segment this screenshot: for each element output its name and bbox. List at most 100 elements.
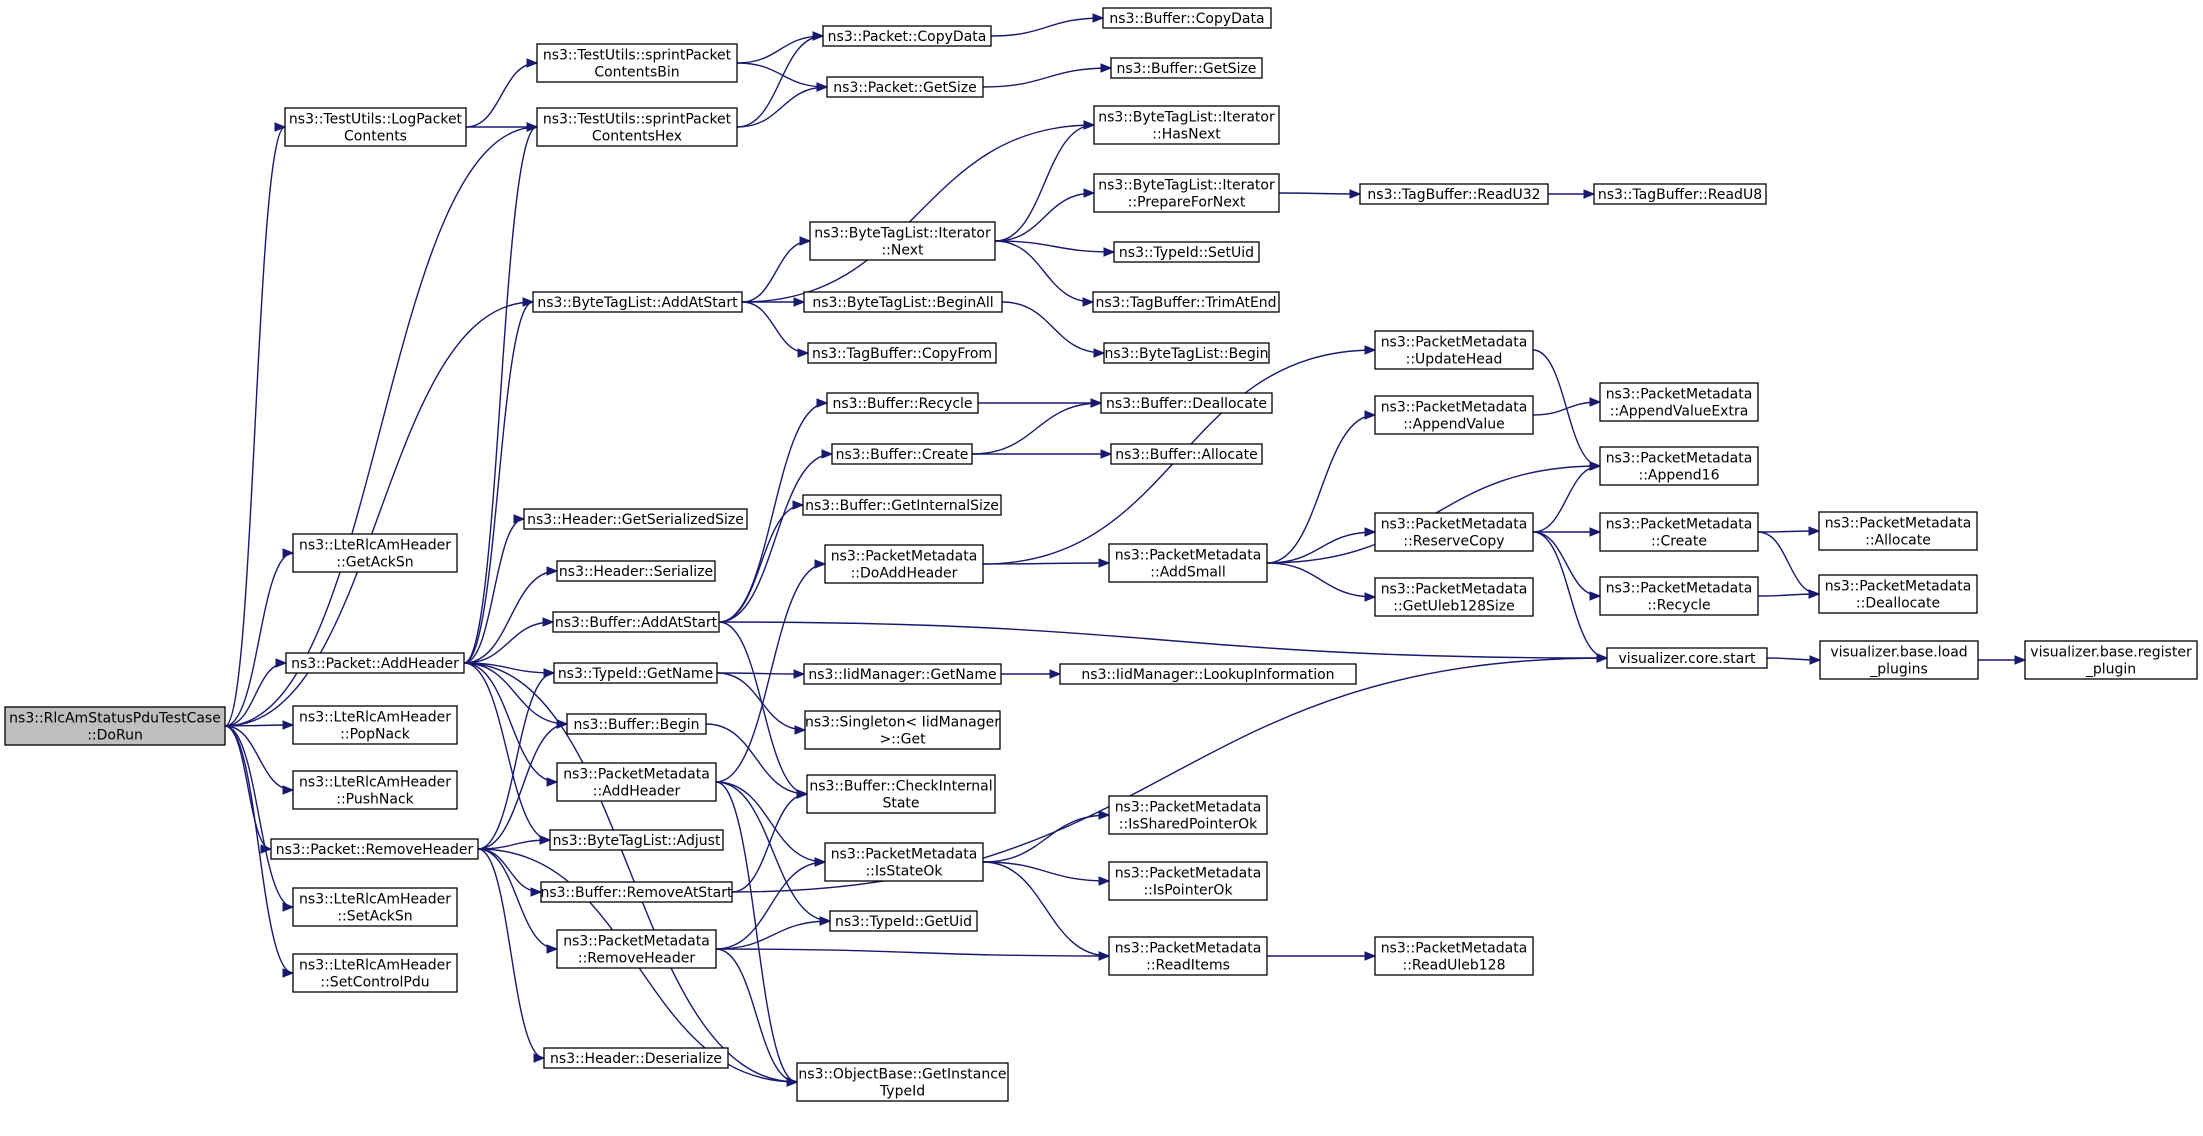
node-tbReadU32[interactable]: ns3::TagBuffer::ReadU32 — [1359, 183, 1549, 205]
call-edge-btlBeginAll-to-btlBegin — [1001, 301, 1106, 358]
node-tbTrimAtEnd[interactable]: ns3::TagBuffer::TrimAtEnd — [1092, 291, 1280, 313]
node-label: ::Create — [1651, 534, 1707, 550]
node-pmReserveCopy[interactable]: ns3::PacketMetadata::ReserveCopy — [1374, 512, 1534, 552]
node-pmIsShared[interactable]: ns3::PacketMetadata::IsSharedPointerOk — [1108, 795, 1268, 835]
node-bufAddAtStart[interactable]: ns3::Buffer::AddAtStart — [552, 611, 720, 633]
node-pmAddSmall[interactable]: ns3::PacketMetadata::AddSmall — [1108, 543, 1268, 583]
arrowhead-icon — [1100, 63, 1113, 73]
node-pmReadUleb[interactable]: ns3::PacketMetadata::ReadUleb128 — [1374, 936, 1534, 976]
node-label: ns3::PacketMetadata — [1381, 582, 1528, 598]
edge-line — [718, 453, 833, 623]
node-box — [540, 881, 733, 903]
node-btlAddAtStart[interactable]: ns3::ByteTagList::AddAtStart — [532, 291, 743, 313]
call-edge-pmAddHeader-to-pmDoAddHeader — [715, 559, 827, 783]
edge-line — [982, 861, 1110, 882]
node-label: ns3::Packet::AddHeader — [291, 656, 459, 672]
node-pmDoAddHeader[interactable]: ns3::PacketMetadata::DoAddHeader — [824, 544, 984, 584]
node-pmCreate[interactable]: ns3::PacketMetadata::Create — [1599, 512, 1759, 552]
node-hdrDeserialize[interactable]: ns3::Header::Deserialize — [543, 1047, 729, 1069]
arrowhead-icon — [275, 658, 288, 668]
node-pmRecycle[interactable]: ns3::PacketMetadata::Recycle — [1599, 576, 1759, 616]
edge-line — [990, 17, 1104, 37]
call-edge-root-to-logPacket — [224, 122, 287, 727]
node-box — [1599, 382, 1759, 422]
node-box — [1108, 795, 1268, 835]
node-iidLookup[interactable]: ns3::IidManager::LookupInformation — [1059, 663, 1357, 685]
node-btlAdjust[interactable]: ns3::ByteTagList::Adjust — [549, 829, 724, 851]
call-edge-pmIsStateOk-to-pmReadItems — [982, 861, 1111, 961]
node-pmAppendValue[interactable]: ns3::PacketMetadata::AppendValue — [1374, 395, 1534, 435]
node-box — [1103, 342, 1270, 364]
node-bufGetSize[interactable]: ns3::Buffer::GetSize — [1110, 57, 1263, 79]
node-pmUpdateHead[interactable]: ns3::PacketMetadata::UpdateHead — [1374, 330, 1534, 370]
node-hdrGetSerSize[interactable]: ns3::Header::GetSerializedSize — [523, 508, 748, 530]
node-vizStart[interactable]: visualizer.core.start — [1606, 647, 1768, 669]
edge-line — [715, 563, 826, 783]
node-bufRemoveAtStart[interactable]: ns3::Buffer::RemoveAtStart — [540, 881, 733, 903]
node-tbReadU8[interactable]: ns3::TagBuffer::ReadU8 — [1593, 183, 1767, 205]
edge-line — [1266, 414, 1376, 564]
arrowhead-icon — [1589, 461, 1602, 471]
arrowhead-icon — [1589, 527, 1602, 537]
node-typeIdGetName[interactable]: ns3::TypeId::GetName — [553, 662, 718, 684]
node-label: ns3::PacketMetadata — [1825, 516, 1972, 532]
node-vizLoad[interactable]: visualizer.base.load_plugins — [1819, 640, 1979, 680]
node-btlBegin[interactable]: ns3::ByteTagList::Begin — [1103, 342, 1270, 364]
arrowhead-icon — [793, 669, 806, 679]
node-bufGetInternalSize[interactable]: ns3::Buffer::GetInternalSize — [802, 494, 1002, 516]
edge-line — [1532, 531, 1608, 659]
arrowhead-icon — [282, 902, 295, 912]
node-popNack[interactable]: ns3::LteRlcAmHeader::PopNack — [292, 705, 458, 745]
node-pmGetUleb[interactable]: ns3::PacketMetadata::GetUleb128Size — [1374, 577, 1534, 617]
node-iidGetName[interactable]: ns3::IidManager::GetName — [803, 663, 1002, 685]
node-pmDeallocate[interactable]: ns3::PacketMetadata::Deallocate — [1818, 574, 1978, 614]
node-pmIsStateOk[interactable]: ns3::PacketMetadata::IsStateOk — [824, 842, 984, 882]
node-pktRemoveHeader[interactable]: ns3::Packet::RemoveHeader — [270, 838, 479, 860]
node-hdrSerialize[interactable]: ns3::Header::Serialize — [556, 560, 716, 582]
node-box — [1093, 105, 1280, 145]
node-pmRemoveHeader[interactable]: ns3::PacketMetadata::RemoveHeader — [556, 929, 717, 969]
node-label: ns3::ByteTagList::Adjust — [553, 833, 721, 849]
node-pushNack[interactable]: ns3::LteRlcAmHeader::PushNack — [292, 770, 458, 810]
node-btlIterPrepare[interactable]: ns3::ByteTagList::Iterator::PrepareForNe… — [1093, 173, 1280, 213]
node-pmIsPointerOk[interactable]: ns3::PacketMetadata::IsPointerOk — [1108, 861, 1268, 901]
node-bufCreate[interactable]: ns3::Buffer::Create — [831, 443, 973, 465]
node-pmAppendValueExtra[interactable]: ns3::PacketMetadata::AppendValueExtra — [1599, 382, 1759, 422]
edge-line — [718, 621, 1608, 659]
node-typeIdGetUid[interactable]: ns3::TypeId::GetUid — [829, 910, 978, 932]
node-typeIdSetUid[interactable]: ns3::TypeId::SetUid — [1113, 241, 1260, 263]
node-singletonGet[interactable]: ns3::Singleton< IidManager>::Get — [804, 710, 1001, 750]
node-setAckSn[interactable]: ns3::LteRlcAmHeader::SetAckSn — [292, 887, 458, 927]
node-pmAllocate[interactable]: ns3::PacketMetadata::Allocate — [1818, 511, 1978, 551]
node-bufDeallocate[interactable]: ns3::Buffer::Deallocate — [1100, 392, 1273, 414]
arrowhead-icon — [1808, 526, 1821, 536]
node-getAckSn[interactable]: ns3::LteRlcAmHeader::GetAckSn — [292, 533, 458, 573]
node-bufBegin[interactable]: ns3::Buffer::Begin — [566, 713, 707, 735]
node-setControlPdu[interactable]: ns3::LteRlcAmHeader::SetControlPdu — [292, 953, 458, 993]
node-bufAllocate[interactable]: ns3::Buffer::Allocate — [1110, 443, 1263, 465]
node-btlIterHasNext[interactable]: ns3::ByteTagList::Iterator::HasNext — [1093, 105, 1280, 145]
node-pktGetSize[interactable]: ns3::Packet::GetSize — [826, 76, 984, 98]
node-bufCopyData[interactable]: ns3::Buffer::CopyData — [1102, 7, 1272, 29]
node-tbCopyFrom[interactable]: ns3::TagBuffer::CopyFrom — [807, 342, 997, 364]
node-pmAddHeader[interactable]: ns3::PacketMetadata::AddHeader — [556, 762, 717, 802]
node-pmReadItems[interactable]: ns3::PacketMetadata::ReadItems — [1108, 936, 1268, 976]
node-pmAppend16[interactable]: ns3::PacketMetadata::Append16 — [1599, 446, 1759, 486]
node-pktAddHeader[interactable]: ns3::Packet::AddHeader — [285, 652, 465, 674]
call-edge-typeIdGetName-to-singletonGet — [716, 672, 807, 735]
node-btlIterNext[interactable]: ns3::ByteTagList::Iterator::Next — [809, 221, 996, 261]
node-vizRegister[interactable]: visualizer.base.register_plugin — [2024, 640, 2198, 680]
node-btlBeginAll[interactable]: ns3::ByteTagList::BeginAll — [803, 291, 1003, 313]
node-label: ns3::Singleton< IidManager — [805, 715, 1000, 731]
node-bufRecycle[interactable]: ns3::Buffer::Recycle — [826, 392, 979, 414]
node-pktCopyData[interactable]: ns3::Packet::CopyData — [822, 25, 992, 47]
node-box — [1818, 574, 1978, 614]
node-label: ns3::ByteTagList::Begin — [1105, 346, 1269, 362]
node-box — [556, 929, 717, 969]
node-label: ::IsSharedPointerOk — [1119, 817, 1258, 833]
